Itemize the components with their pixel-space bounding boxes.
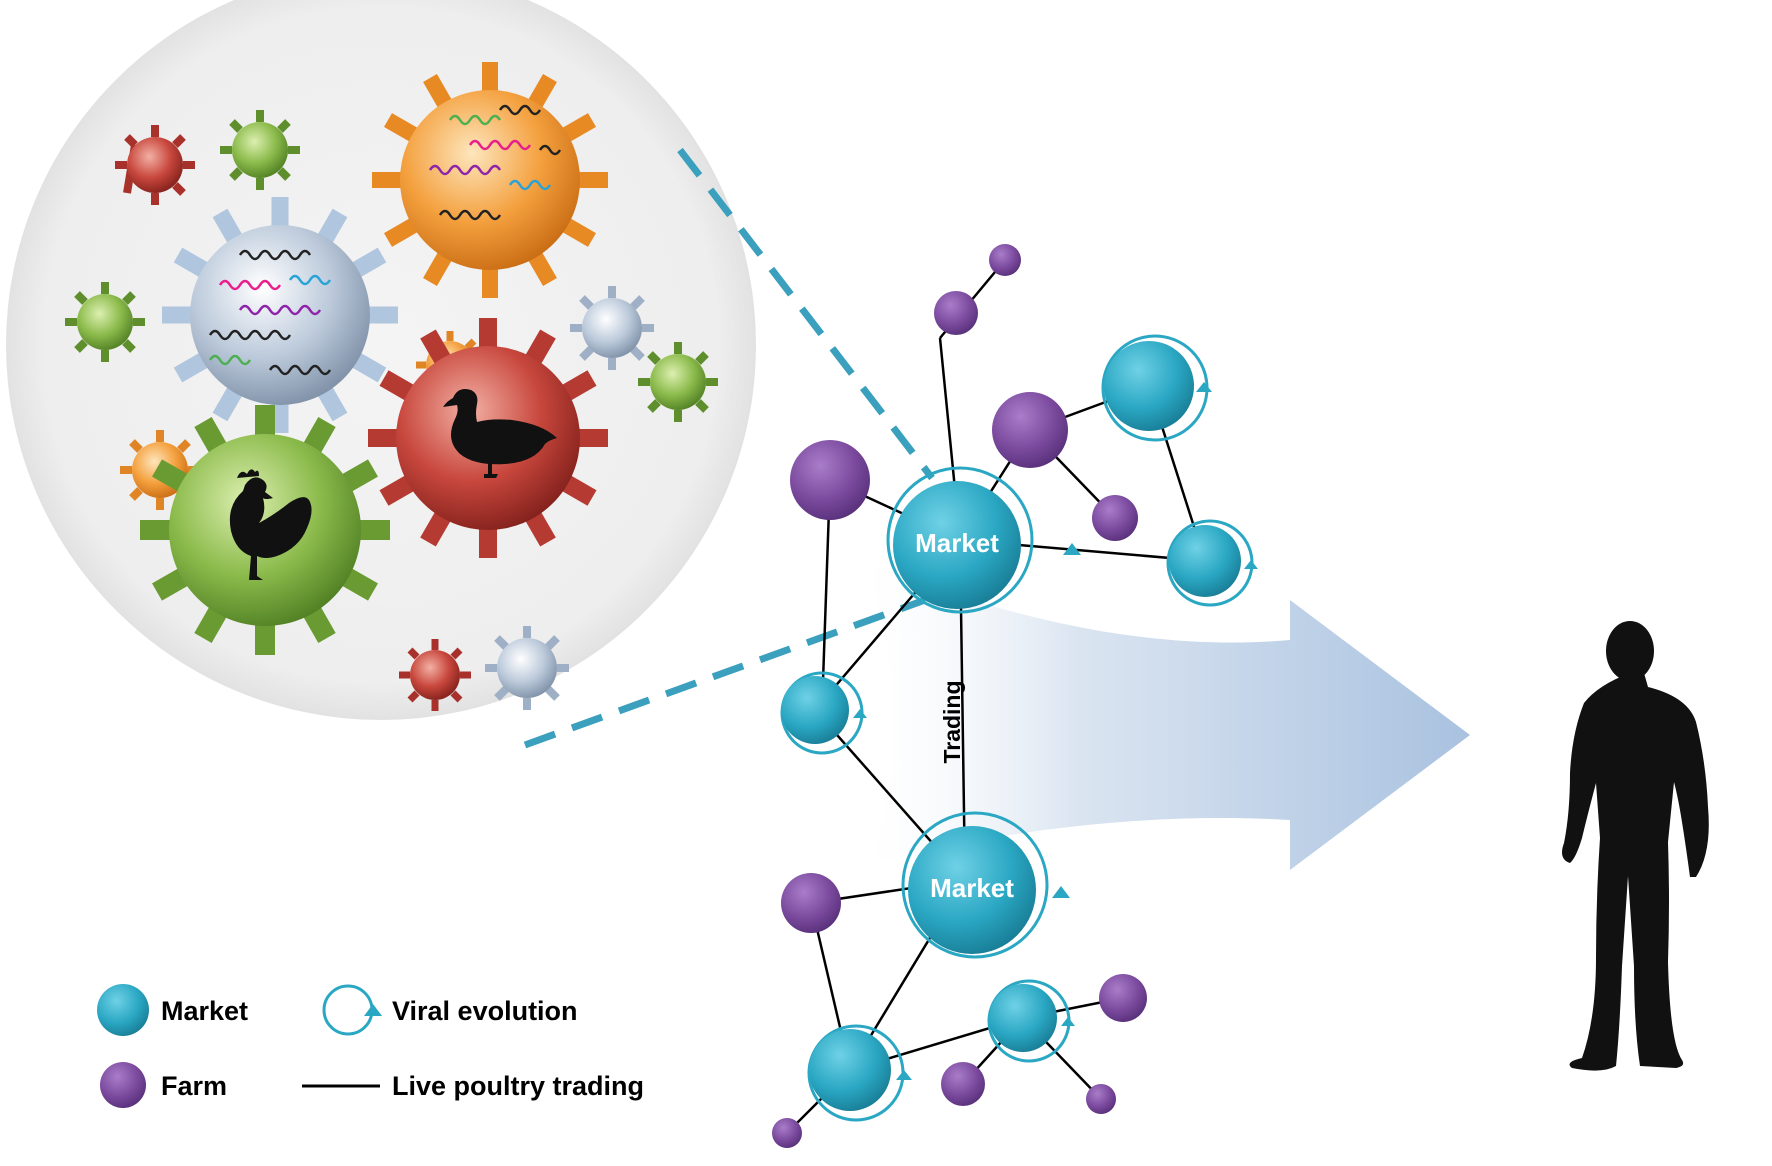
market-node xyxy=(780,671,867,755)
trading-edge-label: Trading xyxy=(939,680,965,763)
farm-node xyxy=(992,392,1068,468)
virus-cluster xyxy=(65,62,718,711)
legend-viral-evolution-label: Viral evolution xyxy=(392,996,578,1026)
farm-node xyxy=(772,1118,802,1148)
legend-market-swatch xyxy=(97,984,149,1036)
legend-item-live-poultry-trading: Live poultry trading xyxy=(302,1071,644,1101)
virus-particle-red-duck xyxy=(368,318,608,558)
transmission-arrow xyxy=(862,560,1470,870)
circular-arrow-icon xyxy=(322,984,382,1036)
farm-node xyxy=(790,440,870,520)
virus-particle-grey-small xyxy=(485,626,569,710)
farm-node xyxy=(781,873,841,933)
zoom-lines xyxy=(523,147,935,749)
virus-particle-green-small xyxy=(65,282,145,362)
market-node-label: Market xyxy=(915,528,999,558)
virus-particle-grey-reassortant xyxy=(162,197,398,433)
virus-particle-orange-reassortant xyxy=(372,62,608,298)
farm-node xyxy=(989,244,1021,276)
market-nodes: Market Market xyxy=(780,334,1258,1122)
market-node xyxy=(1101,334,1212,442)
legend-item-farm: Farm xyxy=(100,1062,227,1108)
legend-item-viral-evolution: Viral evolution xyxy=(322,984,578,1036)
virus-particle-red-small xyxy=(115,125,195,205)
market-node-main-bottom: Market xyxy=(901,811,1070,959)
market-node xyxy=(1166,519,1258,607)
virus-particle-green-chicken xyxy=(140,405,390,655)
farm-node xyxy=(1092,495,1138,541)
market-node-main-top: Market xyxy=(886,466,1081,614)
market-node xyxy=(987,979,1075,1063)
virus-particle-red-small xyxy=(399,639,471,711)
human-silhouette-icon xyxy=(1562,621,1709,1071)
virus-particle-grey-small xyxy=(570,286,654,370)
legend-item-market: Market xyxy=(97,984,248,1036)
virus-particle-green-small xyxy=(638,342,718,422)
farm-node xyxy=(1099,974,1147,1022)
farm-nodes xyxy=(772,244,1147,1148)
farm-node xyxy=(1086,1084,1116,1114)
farm-node xyxy=(934,291,978,335)
duck-silhouette-icon xyxy=(443,389,557,478)
virus-particle-green-small xyxy=(220,110,300,190)
zoom-background-circle xyxy=(6,0,756,720)
legend-live-poultry-trading-label: Live poultry trading xyxy=(392,1071,644,1101)
chicken-silhouette-icon xyxy=(229,469,312,580)
market-node-label: Market xyxy=(930,873,1014,903)
legend-market-label: Market xyxy=(161,996,248,1026)
legend-farm-swatch xyxy=(100,1062,146,1108)
market-node xyxy=(807,1024,912,1122)
farm-node xyxy=(941,1062,985,1106)
legend-farm-label: Farm xyxy=(161,1071,227,1101)
legend: Market Farm Viral evolution Live poultry… xyxy=(97,984,644,1108)
